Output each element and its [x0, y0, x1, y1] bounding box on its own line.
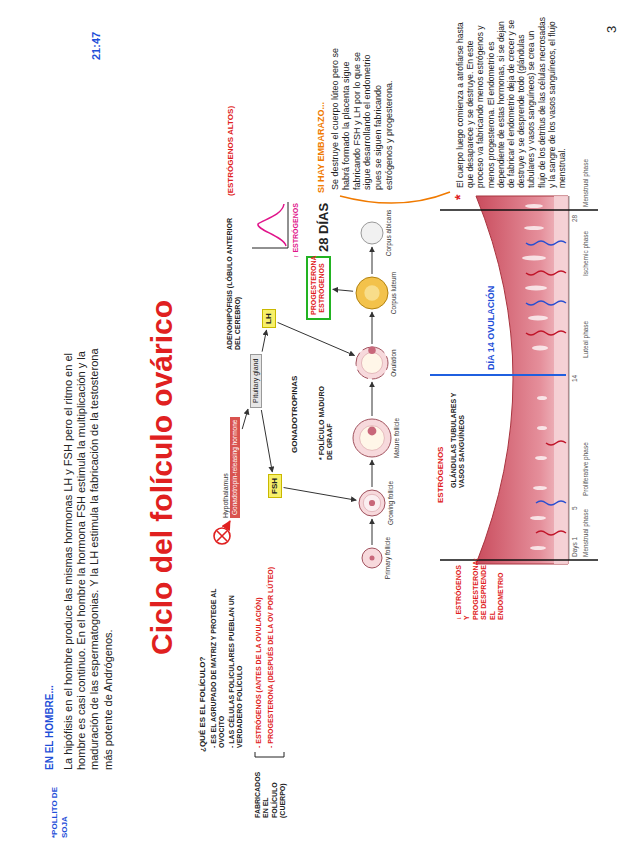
connector-arrow — [284, 488, 357, 501]
gland-box: Pituitary gland — [250, 354, 262, 408]
handwritten-note: DÍA 14 OVULACIÓN — [486, 286, 497, 370]
node-label: Growing follicle — [387, 477, 395, 529]
node-label: Ovulation — [390, 337, 398, 389]
follicle-node: Corpus luteum — [355, 267, 398, 319]
endometrium-band — [476, 196, 568, 564]
node-label: Corpus albicans — [385, 207, 393, 259]
day-number: Days 1 — [571, 537, 579, 557]
cycle-end-line — [440, 209, 598, 211]
follicle-drawing — [359, 490, 385, 516]
cycle-start-line — [440, 559, 598, 561]
handwritten-heading: EN EL HOMBRE... — [44, 685, 56, 770]
follicle-circle — [361, 547, 383, 569]
paragraph: El cuerpo luego comienza a atrofiarse ha… — [455, 13, 567, 188]
connector-arrow — [278, 322, 355, 355]
follicle-node: Ovulation — [355, 337, 398, 389]
hormone-box: FSH — [268, 474, 282, 498]
paragraph: Se destruye el cuerpo lúteo pero se habr… — [330, 40, 395, 190]
connector-arrow — [372, 312, 373, 344]
title: Ciclo del folículo ovárico — [144, 300, 180, 655]
follicle-drawing — [356, 277, 388, 309]
phase-label: Ischemic phase — [582, 231, 590, 276]
connector-arrow — [333, 289, 353, 291]
timeline-axis — [569, 196, 570, 560]
follicle-drawing — [353, 419, 391, 457]
node-label: Mature follicle — [393, 412, 401, 464]
node-label: Corpus luteum — [390, 267, 398, 319]
handwritten-note: ESTRÓGENOS — [436, 447, 446, 503]
node-label: PROGESTERONA ESTRÓGENOS — [310, 261, 327, 315]
handwritten-note: (ESTRÓGENOS ALTOS) — [226, 106, 236, 196]
handwritten-note: - ESTRÓGENOS (ANTES DE LA OVULACIÓN) — [255, 558, 263, 748]
spiral-arteries — [526, 241, 566, 535]
hypothalamus-box: HypothalamusGonadotropin-releasing hormo… — [222, 417, 240, 518]
handwritten-note: ADENOHIPÓFISIS (LÓBULO ANTERIOR DEL CERE… — [226, 210, 243, 350]
handwritten-note: ↓ ESTRÓGENOS Y PROGESTERONA: SE DESPREND… — [455, 564, 505, 620]
connector-arrow — [372, 519, 373, 545]
page-number: 3 — [604, 26, 620, 33]
phase-label: Menstrual phase — [582, 509, 590, 557]
follicle-circle — [358, 489, 386, 517]
follicle-circle — [355, 346, 389, 380]
node-label: LH — [264, 313, 274, 324]
handwritten-note: - LAS CÉLULAS FOLICULARES PUEBLAN UN VER… — [228, 583, 245, 748]
follicle-drawing — [362, 548, 382, 568]
day-number: 14 — [571, 375, 579, 382]
day-number: 28 — [571, 215, 579, 222]
handwritten-note: GONADOTROPINAS — [290, 376, 300, 453]
handwritten-note: - PROGESTERONA (DESPUÉS DE LA OV POR LÚT… — [267, 548, 275, 748]
phase-label: Proliferative phase — [582, 442, 590, 496]
ovulation-day-line — [430, 374, 566, 376]
node-label: FSH — [270, 478, 280, 494]
follicle-circle — [352, 418, 392, 458]
connector-arrow — [261, 410, 272, 472]
follicle-node: Corpus albicans — [360, 207, 393, 259]
pregnancy-arc — [340, 192, 450, 203]
handwritten-heading: SI HAY EMBARAZO... — [316, 102, 327, 193]
follicle-drawing — [361, 222, 383, 244]
follicle-drawing — [356, 347, 388, 379]
handwritten-note: ↑ ESTRÓGENOS — [292, 203, 300, 258]
connector-arrow — [372, 247, 373, 274]
phase-label: Menstrual phase — [582, 159, 590, 207]
node-body: Gonadotropin-releasing hormone — [230, 417, 240, 518]
follicle-circle — [355, 276, 389, 310]
handwritten-heading: ¿QUÉ ES EL FOLÍCULO? — [198, 657, 208, 752]
handwritten-note: GLÁNDULAS TUBULARES Y VASOS SANGUÍNEOS — [450, 388, 467, 488]
follicle-node: Growing follicle — [358, 477, 395, 529]
handwritten-note: 21:47 — [90, 32, 103, 60]
feedback-cross — [214, 521, 230, 544]
connector-arrow — [372, 382, 373, 416]
connector-arrow — [372, 460, 373, 487]
handwritten-note: * FOLÍCULO MADURO DE GRAAF — [318, 378, 335, 460]
hormone-graph — [252, 202, 288, 248]
connector-arrow — [242, 409, 248, 429]
bracket — [255, 752, 284, 757]
connector-arrow — [262, 330, 266, 352]
node-label: Hypothalamus — [222, 417, 230, 518]
follicle-node: Primary follicle — [361, 532, 392, 584]
handwritten-note: - ES EL AGRUPADO DE MATRIZ Y PROTEGE AL … — [210, 583, 227, 748]
hormone-output-box: PROGESTERONA ESTRÓGENOS — [306, 256, 331, 320]
myometrium-layer — [554, 196, 568, 564]
hormone-box: LH — [262, 309, 276, 328]
handwritten-note: 28 DÍAS — [316, 203, 332, 252]
handwritten-note: FABRICADOS EN EL FOLÍCULO (CUERPO) — [254, 762, 288, 818]
handwritten-note: *POLLITO DE SOJA — [50, 782, 69, 838]
uterine-glands — [522, 204, 548, 550]
node-label: Pituitary gland — [252, 359, 260, 403]
follicle-node: Mature follicle — [352, 412, 401, 464]
follicle-circle — [360, 221, 384, 245]
asterisk: * — [452, 195, 469, 200]
phase-label: Luteal phase — [582, 321, 590, 358]
node-label: Primary follicle — [384, 532, 392, 584]
day-number: 5 — [571, 506, 579, 510]
paragraph: La hipófisis en el hombre produce las mi… — [62, 340, 115, 770]
